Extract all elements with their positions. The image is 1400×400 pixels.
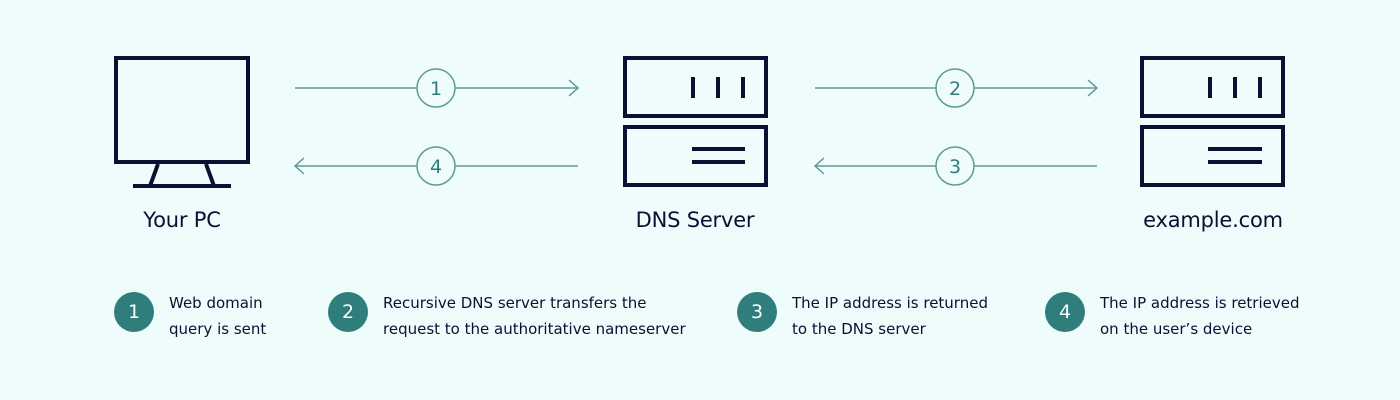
legend-badge-4: 4 — [1045, 292, 1085, 332]
server-icon — [1140, 56, 1285, 187]
legend-item-1: 1 Web domain query is sent — [114, 290, 266, 342]
legend-item-3: 3 The IP address is returned to the DNS … — [737, 290, 988, 342]
arrow-step-1-number: 1 — [430, 78, 442, 100]
arrow-step-3-number: 3 — [949, 156, 961, 178]
legend-text-4: The IP address is retrieved on the user’… — [1100, 294, 1300, 338]
arrow-step-4: 4 — [293, 146, 578, 186]
legend-badge-1: 1 — [114, 292, 154, 332]
arrow-step-1: 1 — [295, 68, 580, 108]
arrow-step-4-number: 4 — [430, 156, 442, 178]
arrow-step-2-number: 2 — [949, 78, 961, 100]
legend-item-2: 2 Recursive DNS server transfers the req… — [328, 290, 686, 342]
legend-badge-2: 2 — [328, 292, 368, 332]
arrow-step-2: 2 — [815, 68, 1099, 108]
legend-badge-3: 3 — [737, 292, 777, 332]
legend-item-4: 4 The IP address is retrieved on the use… — [1045, 290, 1300, 342]
legend-text-2: Recursive DNS server transfers the reque… — [383, 294, 686, 338]
server-icon — [623, 56, 768, 187]
node-label-your-pc: Your PC — [143, 208, 221, 232]
arrow-step-3: 3 — [813, 146, 1097, 186]
legend-text-1: Web domain query is sent — [169, 294, 267, 338]
computer-monitor-icon — [114, 56, 250, 188]
legend-text-3: The IP address is returned to the DNS se… — [792, 294, 988, 338]
node-label-example-com: example.com — [1143, 208, 1283, 232]
node-label-dns-server: DNS Server — [635, 208, 755, 232]
